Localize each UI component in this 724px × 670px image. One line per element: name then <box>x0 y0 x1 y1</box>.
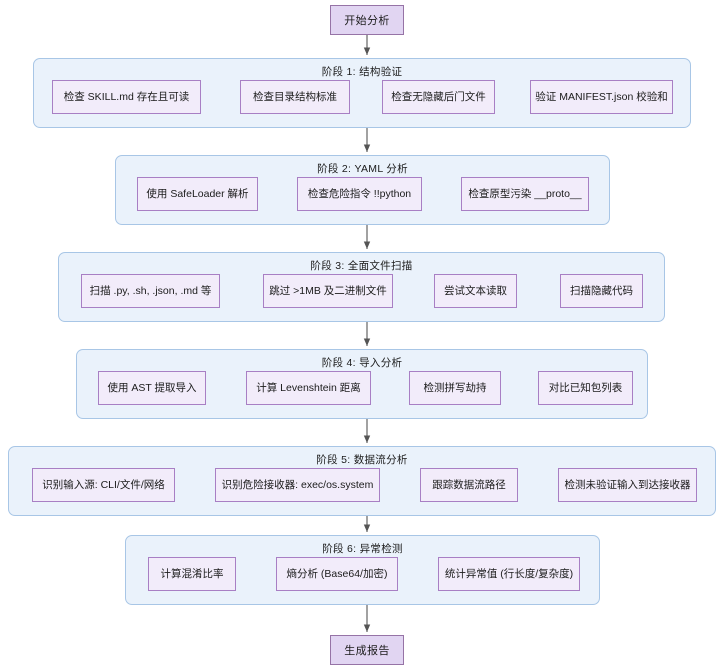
node-label: 检测未验证输入到达接收器 <box>564 478 691 491</box>
node-label: 检查 SKILL.md 存在且可读 <box>63 90 190 103</box>
node-label: 尝试文本读取 <box>444 284 507 297</box>
stage-6-node-3[interactable]: 统计异常值 (行长度/复杂度) <box>438 557 580 591</box>
stage-title-6: 阶段 6: 异常检测 <box>322 543 403 555</box>
node-label: 使用 SafeLoader 解析 <box>146 187 249 200</box>
start-node-label: 开始分析 <box>344 15 390 27</box>
stage-5-node-3[interactable]: 跟踪数据流路径 <box>420 468 518 502</box>
node-label: 跟踪数据流路径 <box>432 478 506 491</box>
node-label: 验证 MANIFEST.json 校验和 <box>535 90 668 103</box>
stage-4-node-3[interactable]: 检测拼写劫持 <box>409 371 501 405</box>
end-node-label: 生成报告 <box>344 645 390 657</box>
stage-6-node-1[interactable]: 计算混淆比率 <box>148 557 236 591</box>
stage-2-node-3[interactable]: 检查原型污染 __proto__ <box>461 177 589 211</box>
node-label: 扫描 .py, .sh, .json, .md 等 <box>89 284 212 297</box>
stage-3-node-1[interactable]: 扫描 .py, .sh, .json, .md 等 <box>81 274 220 308</box>
stage-2-node-1[interactable]: 使用 SafeLoader 解析 <box>137 177 258 211</box>
node-label: 识别危险接收器: exec/os.system <box>221 478 374 491</box>
stage-title-4: 阶段 4: 导入分析 <box>321 357 403 369</box>
stage-6-node-2[interactable]: 熵分析 (Base64/加密) <box>276 557 398 591</box>
end-node[interactable]: 生成报告 <box>330 635 404 665</box>
stage-title-1: 阶段 1: 结构验证 <box>321 66 403 78</box>
node-label: 检查无隐藏后门文件 <box>391 90 486 103</box>
start-node[interactable]: 开始分析 <box>330 5 404 35</box>
stage-5-node-1[interactable]: 识别输入源: CLI/文件/网络 <box>32 468 175 502</box>
stage-4-node-2[interactable]: 计算 Levenshtein 距离 <box>246 371 371 405</box>
node-label: 对比已知包列表 <box>548 381 623 394</box>
node-label: 识别输入源: CLI/文件/网络 <box>42 478 165 491</box>
stage-3-node-3[interactable]: 尝试文本读取 <box>434 274 517 308</box>
node-label: 熵分析 (Base64/加密) <box>286 567 388 580</box>
stage-title-3: 阶段 3: 全面文件扫描 <box>310 260 413 272</box>
node-label: 检查目录结构标准 <box>253 90 337 103</box>
node-label: 检查危险指令 !!python <box>307 187 412 200</box>
stage-title-2: 阶段 2: YAML 分析 <box>317 163 408 175</box>
stage-4-node-1[interactable]: 使用 AST 提取导入 <box>98 371 206 405</box>
stage-3-node-4[interactable]: 扫描隐藏代码 <box>560 274 643 308</box>
stage-3-node-2[interactable]: 跳过 >1MB 及二进制文件 <box>263 274 393 308</box>
stage-1-node-3[interactable]: 检查无隐藏后门文件 <box>382 80 495 114</box>
stage-4-node-4[interactable]: 对比已知包列表 <box>538 371 633 405</box>
stage-2-node-2[interactable]: 检查危险指令 !!python <box>297 177 422 211</box>
stage-5-node-2[interactable]: 识别危险接收器: exec/os.system <box>215 468 380 502</box>
node-label: 扫描隐藏代码 <box>570 284 633 297</box>
node-label: 计算 Levenshtein 距离 <box>256 381 361 394</box>
node-label: 统计异常值 (行长度/复杂度) <box>444 567 574 580</box>
stage-1-node-1[interactable]: 检查 SKILL.md 存在且可读 <box>52 80 201 114</box>
node-label: 检查原型污染 __proto__ <box>468 187 582 200</box>
node-label: 计算混淆比率 <box>160 567 224 580</box>
node-label: 检测拼写劫持 <box>423 381 487 394</box>
stage-1-node-2[interactable]: 检查目录结构标准 <box>240 80 350 114</box>
node-label: 使用 AST 提取导入 <box>107 381 197 394</box>
stage-1-node-4[interactable]: 验证 MANIFEST.json 校验和 <box>530 80 673 114</box>
stage-title-5: 阶段 5: 数据流分析 <box>316 454 408 466</box>
node-label: 跳过 >1MB 及二进制文件 <box>269 284 387 297</box>
stage-5-node-4[interactable]: 检测未验证输入到达接收器 <box>558 468 697 502</box>
